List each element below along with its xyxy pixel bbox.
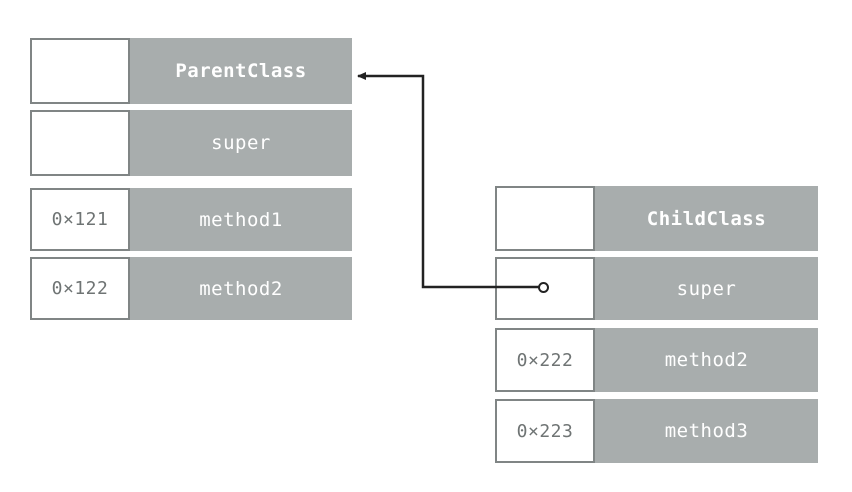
vtable-entry-row: method3 0×223 — [495, 399, 818, 463]
address-slot: 0×222 — [495, 328, 595, 392]
vtable-entry-row: super — [30, 110, 352, 176]
vtable-header-row: ChildClass — [495, 186, 818, 251]
row-fill — [128, 110, 352, 176]
member-name-label: method1 — [199, 208, 283, 231]
super-pointer-arrow — [357, 72, 543, 289]
row-fill — [593, 186, 818, 251]
address-label: 0×121 — [51, 209, 109, 230]
vtable-entry-row: method2 0×122 — [30, 257, 352, 320]
vtable-entry-row: method1 0×121 — [30, 188, 352, 251]
address-slot: 0×122 — [30, 257, 130, 320]
pointer-origin-dot — [537, 281, 549, 293]
address-label: 0×223 — [516, 420, 574, 442]
row-fill — [128, 38, 352, 104]
member-name-label: super — [676, 277, 737, 300]
address-slot — [30, 110, 130, 176]
member-name-label: super — [211, 132, 271, 154]
class-name-label: ChildClass — [646, 207, 767, 230]
member-name-label: method3 — [664, 420, 749, 442]
address-slot — [30, 38, 130, 104]
row-fill — [593, 328, 818, 392]
address-slot: 0×121 — [30, 188, 130, 251]
row-fill — [593, 399, 818, 463]
vtable-header-row: ParentClass — [30, 38, 352, 104]
vtable-entry-row: method2 0×222 — [495, 328, 818, 392]
address-label: 0×122 — [51, 278, 109, 299]
address-slot — [495, 186, 595, 251]
vtable-entry-row: super — [495, 257, 818, 320]
member-name-label: method2 — [664, 349, 749, 371]
row-fill — [593, 257, 818, 320]
address-label: 0×222 — [516, 349, 574, 371]
class-name-label: ParentClass — [175, 60, 307, 82]
row-fill — [128, 188, 352, 251]
address-slot: 0×223 — [495, 399, 595, 463]
member-name-label: method2 — [199, 277, 283, 300]
row-fill — [128, 257, 352, 320]
